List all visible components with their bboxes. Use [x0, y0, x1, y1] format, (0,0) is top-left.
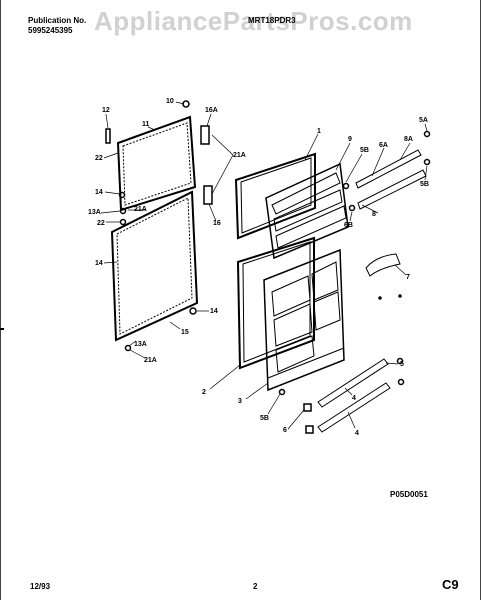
callout-9: 9 [348, 136, 352, 143]
callout-5: 5 [400, 361, 404, 368]
callout-4-upper: 4 [352, 395, 356, 402]
footer-date: 12/93 [30, 582, 51, 591]
handle-trim-lower-4 [317, 358, 389, 408]
callout-14-mid: 14 [95, 260, 103, 267]
callout-22-lower: 22 [97, 220, 105, 227]
callout-16a: 16A [205, 107, 218, 114]
leader-lines [100, 101, 428, 430]
freezer-door-panel [116, 115, 197, 212]
callout-14-upper: 14 [95, 189, 103, 196]
footer-page-number: 2 [253, 582, 258, 591]
publication-label: Publication No. [28, 16, 87, 25]
handle-trim-lower-4b [317, 382, 391, 433]
freezer-gasket [234, 152, 316, 240]
fresh-food-door-panel [110, 190, 199, 342]
callout-2: 2 [202, 389, 206, 396]
callout-6a: 6A [379, 142, 388, 149]
callout-21a-bottom: 21A [144, 357, 157, 364]
callout-7: 7 [406, 274, 410, 281]
model-number: MRT18PDR3 [248, 16, 296, 25]
handle-trim-6a [355, 149, 422, 189]
callout-3: 3 [238, 398, 242, 405]
callout-8: 8 [372, 211, 376, 218]
callout-4-lower: 4 [355, 430, 359, 437]
callout-15: 15 [181, 329, 189, 336]
callout-1: 1 [317, 128, 321, 135]
publication-number: 5995245395 [28, 26, 73, 35]
callout-labels: 12 10 16A 11 1 9 5B 6A 8A 5A 22 21A 14 1… [88, 98, 429, 437]
edge-tick [0, 328, 4, 330]
callout-8a: 8A [404, 136, 413, 143]
callout-14-lower: 14 [210, 308, 218, 315]
drawing-code: P05D0051 [390, 490, 428, 499]
callout-21a-mid: 21A [134, 206, 147, 213]
callout-5b-top: 5B [360, 147, 369, 154]
footer-section-code: C9 [442, 577, 459, 592]
callout-5b-bottom: 5B [260, 415, 269, 422]
callout-11: 11 [142, 121, 150, 128]
callout-12: 12 [102, 107, 110, 114]
fresh-food-gasket [236, 236, 315, 370]
callout-6: 6 [283, 427, 287, 434]
callout-22-top: 22 [95, 155, 103, 162]
small-parts [105, 100, 431, 434]
callout-13a-lower: 13A [134, 341, 147, 348]
callout-5a: 5A [419, 117, 428, 124]
fresh-food-door-liner [263, 248, 345, 392]
callout-21a-top: 21A [233, 152, 246, 159]
callout-10: 10 [166, 98, 174, 105]
handle-trim-8 [357, 169, 427, 210]
handle-part-7 [365, 253, 401, 277]
callout-13a-upper: 13A [88, 209, 101, 216]
callout-5b-right: 5B [420, 181, 429, 188]
callout-6b: 6B [344, 222, 353, 229]
callout-16: 16 [213, 220, 221, 227]
watermark: AppliancePartsPros.com [94, 6, 413, 36]
freezer-door-liner [265, 162, 349, 260]
